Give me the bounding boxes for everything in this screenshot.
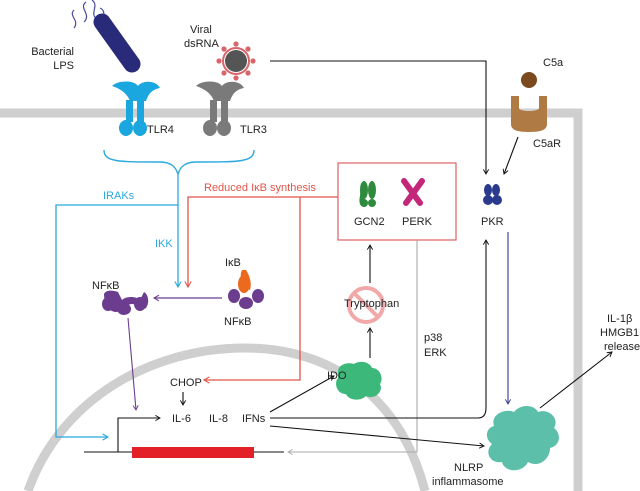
irak-label: IRAKs	[103, 190, 135, 202]
promoter-arrow	[117, 414, 161, 452]
stress-kinase-box	[337, 162, 457, 241]
irak-pathway	[55, 174, 182, 441]
tlr4-label: TLR4	[147, 124, 174, 136]
ifns-to-nlrp-arrow	[269, 425, 485, 449]
erk-label: ERK	[424, 347, 447, 359]
viral-dsrna-label: Viral	[190, 24, 212, 36]
reduced-ikb-label: Reduced IκB synthesis	[204, 182, 316, 194]
reduced-ikb-pathway	[184, 196, 338, 384]
ido-icon	[336, 361, 382, 400]
receptor-brace	[103, 149, 255, 177]
nfkb-label: NFκB	[92, 280, 120, 292]
tlr4-receptor-icon	[112, 81, 160, 136]
ikb-nfkb-complex-icon	[228, 270, 264, 309]
c5ar-receptor-icon	[511, 96, 547, 132]
gene-bar	[132, 447, 254, 458]
c5a-label: C5a	[543, 57, 564, 69]
bacterial-lps-label-2: LPS	[53, 60, 74, 72]
p38-erk-line	[287, 240, 418, 456]
hmgb1-label: HMGB1	[600, 327, 639, 339]
release-arrow	[539, 351, 613, 409]
release-label: release	[604, 341, 640, 353]
c5ar-label: C5aR	[533, 138, 561, 150]
nfkb-icon	[102, 290, 149, 315]
tlr3-label: TLR3	[240, 124, 267, 136]
no-sign-icon	[347, 286, 385, 324]
ifns-label: IFNs	[242, 413, 266, 425]
perk-label: PERK	[402, 216, 433, 228]
bacterium-icon	[71, 0, 141, 73]
cell-membrane	[0, 108, 583, 491]
virus-to-pkr-arrow	[270, 60, 490, 175]
ikk-label: IKK	[155, 238, 173, 250]
nfkb-to-nucleus-arrow	[127, 317, 139, 411]
il1b-label: IL-1β	[607, 313, 632, 325]
chop-label: CHOP	[170, 377, 202, 389]
il8-label: IL-8	[209, 413, 228, 425]
tlr3-receptor-icon	[196, 81, 244, 136]
virus-icon	[216, 41, 256, 81]
nlrp-label: NLRP	[454, 462, 483, 474]
nucleus-membrane	[23, 343, 430, 491]
viral-dsrna-label-2: dsRNA	[184, 38, 220, 50]
inflammasome-label: inflammasome	[432, 476, 504, 488]
c5a-ligand-icon	[521, 72, 537, 88]
ikb-label: IκB	[225, 257, 241, 269]
p38-label: p38	[424, 332, 442, 344]
pkr-icon	[483, 184, 502, 205]
c5ar-to-pkr-arrow	[502, 136, 519, 175]
perk-icon	[401, 178, 425, 206]
ifns-to-pkr-arrow	[270, 239, 490, 419]
ido-label: IDO	[327, 370, 347, 382]
pkr-label: PKR	[481, 216, 504, 228]
ikb-nfkb-label: NFκB	[224, 316, 252, 328]
gcn2-label: GCN2	[354, 216, 385, 228]
il6-label: IL-6	[172, 413, 191, 425]
nlrp-inflammasome-icon	[486, 406, 559, 471]
ifns-to-ido-arrow	[269, 375, 335, 413]
gcn2-icon	[359, 181, 376, 207]
tryptophan-label: Tryptophan	[344, 298, 399, 310]
bacterial-lps-label: Bacterial	[31, 46, 74, 58]
